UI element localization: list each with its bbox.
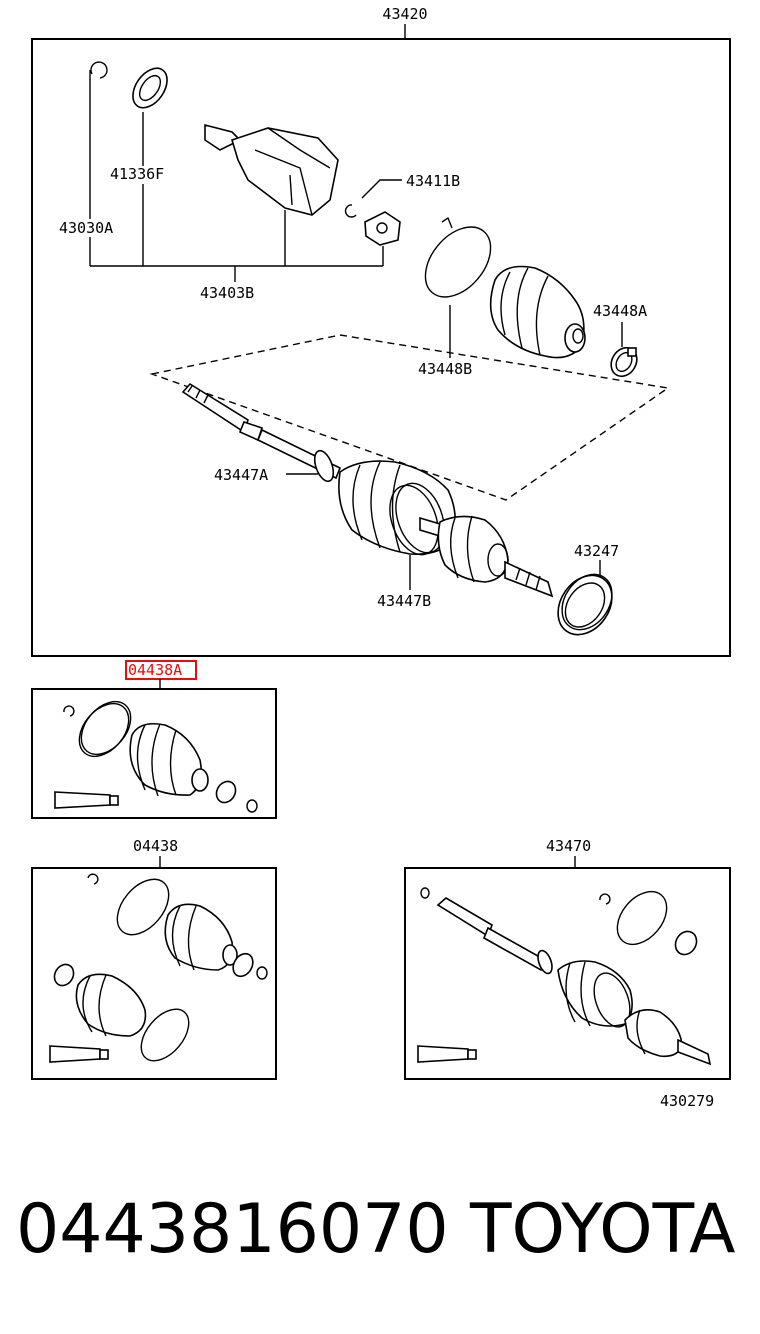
label-430279: 430279 (660, 1092, 714, 1110)
boot-kit-group: 04438 (31, 837, 277, 1080)
label-43448A[interactable]: 43448A (593, 302, 647, 320)
circlip-part (344, 204, 357, 218)
boot-kit-highlighted-frame (31, 688, 277, 819)
seal-ring-part (132, 67, 168, 109)
label-43470[interactable]: 43470 (546, 837, 591, 855)
exploded-region-outline (149, 334, 670, 501)
main-assembly-frame (31, 38, 731, 657)
dust-seal-part (557, 573, 613, 636)
label-04438[interactable]: 04438 (133, 837, 178, 855)
snap-ring-part (90, 61, 108, 79)
label-43447A[interactable]: 43447A (214, 466, 268, 484)
label-43420[interactable]: 43420 (382, 5, 427, 23)
inner-joint-part (204, 123, 339, 216)
label-43247[interactable]: 43247 (574, 542, 619, 560)
label-43448B[interactable]: 43448B (418, 360, 472, 378)
label-43403B[interactable]: 43403B (200, 284, 254, 302)
inner-boot-part (489, 265, 586, 359)
shaft-assembly-group: 43470 (404, 837, 731, 1080)
footer-part-number: 0443816070 (16, 1190, 449, 1269)
label-41336F[interactable]: 41336F (110, 165, 164, 183)
drive-shaft-part (181, 382, 554, 598)
label-43411B[interactable]: 43411B (406, 172, 460, 190)
shaft-assembly-frame (404, 867, 731, 1080)
boot-kit-highlighted-label-box (125, 660, 197, 680)
footer-brand: TOYOTA (470, 1190, 736, 1269)
large-clamp-part (424, 226, 492, 298)
boot-kit-frame (31, 867, 277, 1080)
tripod-part (364, 211, 401, 246)
small-clamp-part (610, 346, 638, 378)
label-43447B[interactable]: 43447B (377, 592, 431, 610)
parts-diagram: 43420 43030A (31, 5, 731, 1110)
label-43030A[interactable]: 43030A (59, 219, 113, 237)
boot-kit-highlighted-group: 04438A (31, 660, 277, 819)
main-assembly-group: 43420 43030A (31, 5, 731, 657)
label-04438A[interactable]: 04438A (128, 661, 182, 679)
